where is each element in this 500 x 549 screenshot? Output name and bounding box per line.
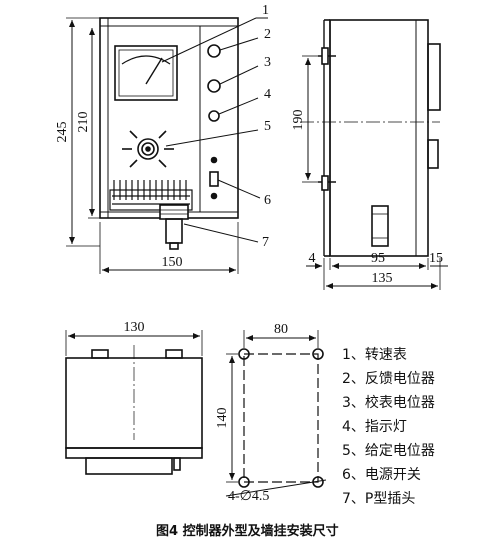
bottom-view <box>65 330 203 475</box>
dim-side-mount-height: 190 <box>291 110 306 131</box>
tachometer <box>114 45 178 101</box>
dim-side-total: 135 <box>372 271 393 286</box>
indicator-lamp <box>208 110 220 122</box>
dim-side-mid: 95 <box>371 251 385 266</box>
legend-item-4: 4、指示灯 <box>342 419 407 435</box>
figure-caption: 图4 控制器外型及墙挂安装尺寸 <box>156 523 339 539</box>
legend-item-1: 1、转速表 <box>342 347 407 363</box>
dim-front-width: 150 <box>162 255 183 270</box>
callout-5: 5 <box>264 119 271 134</box>
dim-side-right-offset: 15 <box>429 251 443 266</box>
dim-mount-height: 140 <box>215 408 230 429</box>
callout-7: 7 <box>262 235 269 250</box>
legend-item-3: 3、校表电位器 <box>342 394 435 411</box>
meter-calibration-potentiometer <box>207 79 221 93</box>
dim-mount-width: 80 <box>274 322 288 337</box>
mount-hole-bl <box>238 476 250 488</box>
callout-1: 1 <box>262 3 269 18</box>
side-housing <box>329 19 429 257</box>
dim-bottom-width: 130 <box>124 320 145 335</box>
callout-6: 6 <box>264 193 271 208</box>
power-switch <box>209 171 219 187</box>
legend-item-6: 6、电源开关 <box>342 467 421 483</box>
legend-item-2: 2、反馈电位器 <box>342 371 435 387</box>
callout-4: 4 <box>264 87 271 102</box>
dim-side-left-offset: 4 <box>309 251 316 266</box>
legend: 1、转速表 2、反馈电位器 3、校表电位器 4、指示灯 5、给定电位器 6、电源… <box>342 347 435 507</box>
p-type-plug <box>159 204 189 250</box>
mount-hole-tl <box>238 348 250 360</box>
side-view <box>300 19 448 290</box>
front-view-labels: 245 210 150 1 2 3 4 5 6 7 <box>55 3 271 270</box>
legend-item-7: 7、P型插头 <box>342 491 415 507</box>
callout-3: 3 <box>264 55 271 70</box>
mounting-template <box>225 330 327 497</box>
dim-front-height-inner: 210 <box>76 112 91 133</box>
dim-mount-holes: 4-∅4.5 <box>228 489 269 504</box>
setpoint-potentiometer <box>122 130 174 168</box>
dim-front-height-outer: 245 <box>55 122 70 143</box>
mount-hole-tr <box>312 348 324 360</box>
callout-2: 2 <box>264 27 271 42</box>
bottom-view-labels: 130 <box>124 320 145 335</box>
legend-item-5: 5、给定电位器 <box>342 443 435 459</box>
front-view <box>66 17 268 274</box>
feedback-potentiometer <box>207 44 221 58</box>
front-housing <box>99 17 239 219</box>
side-view-labels: 190 4 95 15 135 <box>291 110 443 287</box>
heat-sink <box>109 180 193 211</box>
mounting-template-labels: 80 140 4-∅4.5 <box>215 322 288 504</box>
